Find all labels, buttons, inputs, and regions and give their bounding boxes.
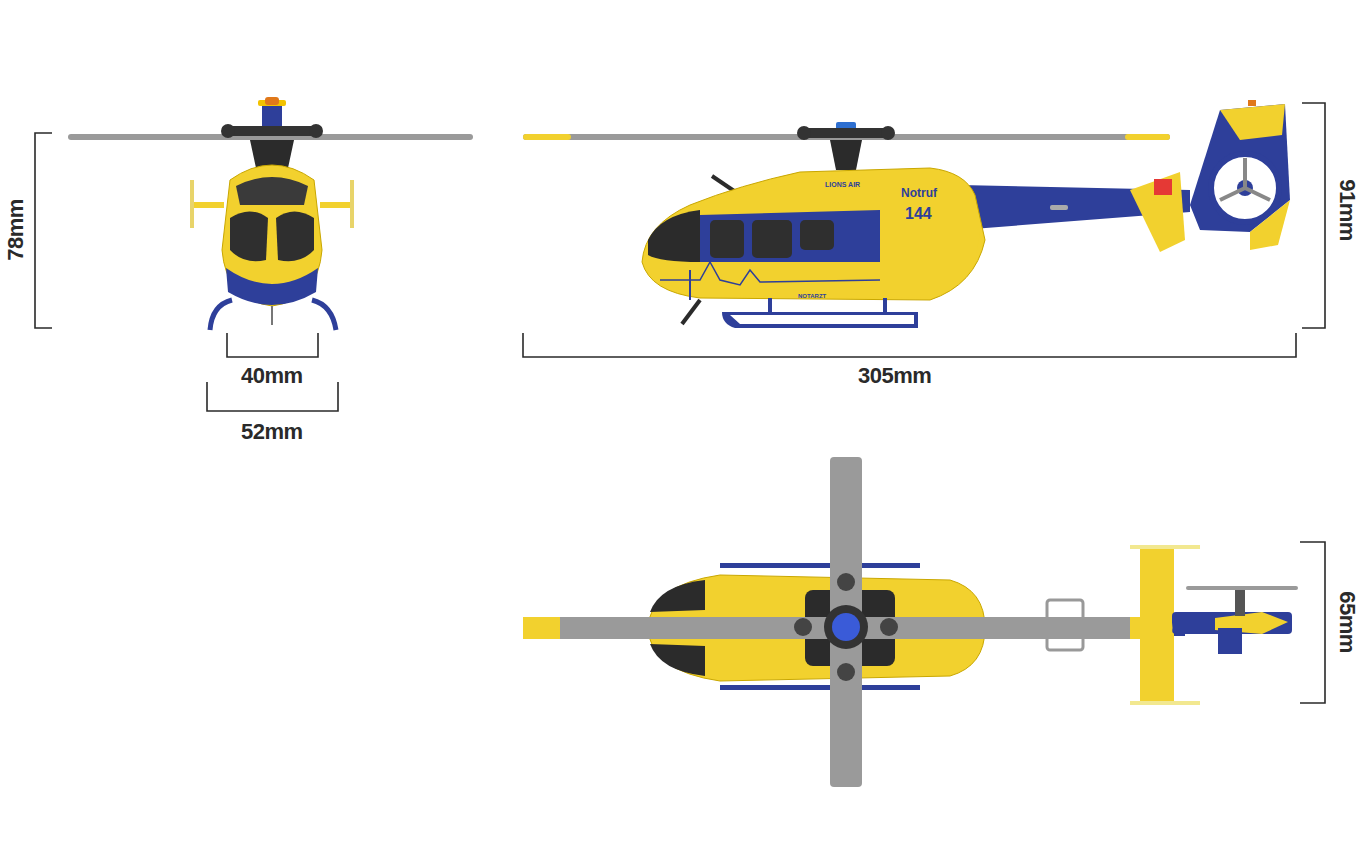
dimension-label: 52mm xyxy=(241,419,303,445)
decal-text: 144 xyxy=(905,205,932,223)
dimension-label: 91mm xyxy=(1334,179,1360,241)
dimension-label: 65mm xyxy=(1334,591,1360,653)
decal-text: LIONS AIR xyxy=(825,181,860,188)
top-view xyxy=(523,457,1298,787)
dimension-brackets xyxy=(35,103,1325,703)
side-view xyxy=(523,100,1290,328)
front-view xyxy=(68,97,473,330)
decal-text: Notruf xyxy=(901,186,937,200)
decal-text: NOTARZT xyxy=(798,293,826,299)
dimension-label: 78mm xyxy=(3,199,29,261)
dimension-label: 305mm xyxy=(858,363,931,389)
dimension-label: 40mm xyxy=(241,363,303,389)
